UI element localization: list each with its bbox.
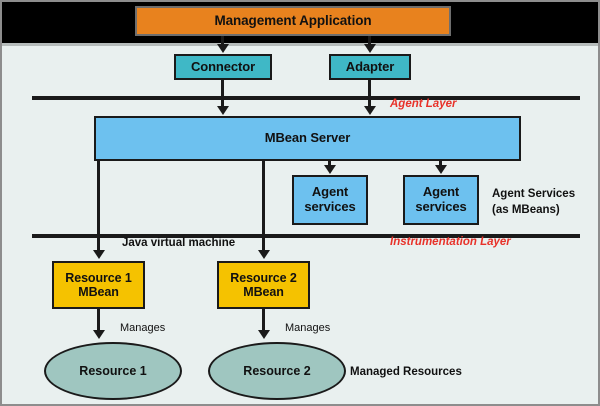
agent-services-box-1-line1: Agent xyxy=(311,184,349,200)
arrow-line-resourcembean-2-to-resource-2 xyxy=(262,309,265,334)
arrowhead-mbeanserver-to-resourcembean-2 xyxy=(258,250,270,259)
arrowhead-mgmtapp-to-connector xyxy=(217,44,229,53)
arrow-line-mgmtapp-to-connector xyxy=(221,36,224,46)
arrowhead-mbeanserver-to-agentservice-2 xyxy=(435,165,447,174)
agent-layer-label: Agent Layer xyxy=(390,98,457,110)
java-virtual-machine-label: Java virtual machine xyxy=(122,237,236,249)
arrowhead-mbeanserver-to-agentservice-1 xyxy=(324,165,336,174)
agent-services-caption-line1: Agent Services xyxy=(492,188,576,200)
arrow-line-adapter-to-mbeanserver xyxy=(368,80,371,108)
resource-mbean-box-1-line2: MBean xyxy=(78,285,119,299)
agent-layer-rule xyxy=(32,96,580,100)
arrowhead-connector-to-mbeanserver xyxy=(217,106,229,115)
arrowhead-mbeanserver-to-resourcembean-1 xyxy=(93,250,105,259)
arrow-line-resourcembean-1-to-resource-1 xyxy=(97,309,100,334)
adapter-box: Adapter xyxy=(329,54,411,80)
connector-box: Connector xyxy=(174,54,272,80)
agent-services-caption-line2: (as MBeans) xyxy=(492,203,560,216)
resource-mbean-box-1-line1: Resource 1 xyxy=(65,271,132,285)
resource-ellipse-2: Resource 2 xyxy=(208,342,346,400)
arrow-line-mbeanserver-to-resourcembean-1 xyxy=(97,161,100,253)
arrow-line-mgmtapp-to-adapter xyxy=(368,36,371,46)
instrumentation-layer-rule xyxy=(32,234,580,238)
resource-mbean-box-1: Resource 1 MBean xyxy=(52,261,145,309)
mbean-server-box: MBean Server xyxy=(94,116,521,161)
agent-services-caption: Agent Services (as MBeans) xyxy=(492,187,575,218)
arrowhead-mgmtapp-to-adapter xyxy=(364,44,376,53)
arrowhead-resourcembean-2-to-resource-2 xyxy=(258,330,270,339)
resource-mbean-box-2-line1: Resource 2 xyxy=(230,271,297,285)
arrow-line-connector-to-mbeanserver xyxy=(221,80,224,108)
resource-mbean-box-2: Resource 2 MBean xyxy=(217,261,310,309)
managed-resources-caption: Managed Resources xyxy=(350,366,462,378)
instrumentation-layer-label: Instrumentation Layer xyxy=(390,236,511,248)
agent-services-box-2: Agent services xyxy=(403,175,479,225)
resource-ellipse-1: Resource 1 xyxy=(44,342,182,400)
management-application-box: Management Application xyxy=(135,6,451,36)
agent-services-box-1-line2: services xyxy=(304,199,356,214)
band-divider xyxy=(2,43,598,46)
arrowhead-adapter-to-mbeanserver xyxy=(364,106,376,115)
arrowhead-resourcembean-1-to-resource-1 xyxy=(93,330,105,339)
arrow-line-mbeanserver-to-resourcembean-2 xyxy=(262,161,265,253)
manages-label-2: Manages xyxy=(285,322,331,334)
agent-services-box-2-line2: services xyxy=(415,199,467,214)
manages-label-1: Manages xyxy=(120,322,166,334)
resource-mbean-box-2-line2: MBean xyxy=(243,285,284,299)
agent-services-box-1: Agent services xyxy=(292,175,368,225)
agent-services-box-2-line1: Agent xyxy=(422,184,460,200)
